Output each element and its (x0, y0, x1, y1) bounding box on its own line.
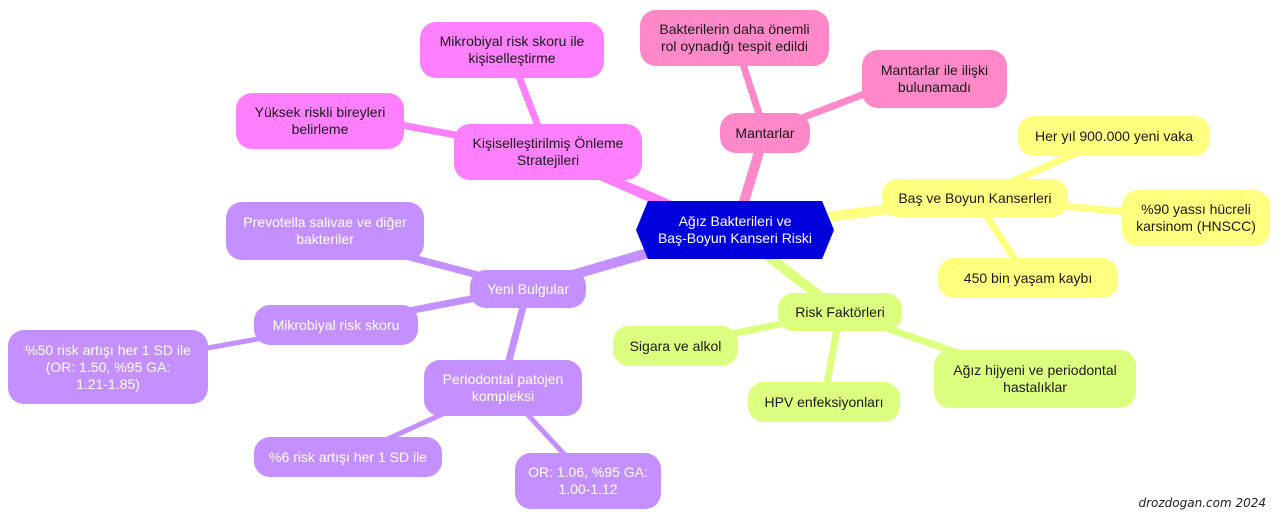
yasam-kaybi-label: 450 bin yaşam kaybı (963, 269, 1093, 286)
yuksek-riskli-line2: belirleme (291, 121, 349, 137)
mikrobiyal-skor-label: Mikrobiyal risk skoru (272, 316, 400, 333)
mikrobiyal-skor-node[interactable]: Mikrobiyal risk skoru (254, 305, 418, 345)
or-node[interactable]: OR: 1.06, %95 GA: 1.00-1.12 (515, 453, 661, 509)
prevotella-node[interactable]: Prevotella salivae ve diğer bakteriler (226, 202, 424, 260)
hijyen-line2: hastalıklar (1003, 379, 1067, 395)
yuksek-riskli-line1: Yüksek riskli bireyleri (254, 104, 386, 120)
hijyen-node[interactable]: Ağız hijyeni ve periodontal hastalıklar (934, 350, 1136, 408)
bulgular-label: Yeni Bulgular (487, 280, 569, 297)
periodontal-line1: Periodontal patojen (442, 371, 564, 387)
hnscc-line2: karsinom (HNSCC) (1136, 218, 1256, 234)
bakteriler-onemli-line1: Bakterilerin daha önemli (659, 21, 810, 37)
prevotella-line1: Prevotella salivae ve diğer (243, 214, 407, 230)
bulgular-node[interactable]: Yeni Bulgular (470, 270, 586, 308)
footer-credit: drozdogan.com 2024 (1138, 496, 1266, 510)
risk-node[interactable]: Risk Faktörleri (778, 293, 902, 331)
root-line2: Baş-Boyun Kanseri Riski (657, 230, 813, 246)
mantar-iliski-line1: Mantarlar ile ilişki (880, 62, 989, 78)
kanser-label: Baş ve Boyun Kanserleri (898, 189, 1052, 206)
onleme-line1: Kişiselleştirilmiş Önleme (472, 135, 624, 151)
hijyen-line1: Ağız hijyeni ve periodontal (953, 362, 1117, 378)
yuzde50-node[interactable]: %50 risk artışı her 1 SD ile (OR: 1.50, … (8, 330, 208, 404)
kanser-node[interactable]: Baş ve Boyun Kanserleri (882, 179, 1068, 217)
risk-skoru-kisisel-line1: Mikrobiyal risk skoru ile (439, 33, 585, 49)
hpv-node[interactable]: HPV enfeksiyonları (748, 382, 900, 422)
root-node[interactable]: Ağız Bakterileri ve Baş-Boyun Kanseri Ri… (636, 201, 834, 259)
yuzde50-line3: 1.21-1.85) (76, 375, 140, 392)
yuzde6-label: %6 risk artışı her 1 SD ile (269, 448, 427, 465)
yuzde50-line1: %50 risk artışı her 1 SD ile (25, 341, 191, 358)
risk-skoru-kisisel-node[interactable]: Mikrobiyal risk skoru ile kişiselleştirm… (420, 22, 604, 78)
mantar-iliski-node[interactable]: Mantarlar ile ilişki bulunamadı (862, 50, 1007, 108)
hpv-label: HPV enfeksiyonları (764, 393, 884, 410)
periodontal-line2: kompleksi (471, 388, 535, 404)
periodontal-node[interactable]: Periodontal patojen kompleksi (424, 360, 582, 416)
mantarlar-node[interactable]: Mantarlar (720, 113, 810, 153)
yeni-vaka-label: Her yıl 900.000 yeni vaka (1035, 127, 1193, 144)
yuksek-riskli-node[interactable]: Yüksek riskli bireyleri belirleme (236, 93, 404, 149)
hnscc-node[interactable]: %90 yassı hücreli karsinom (HNSCC) (1122, 190, 1270, 246)
yeni-vaka-node[interactable]: Her yıl 900.000 yeni vaka (1018, 116, 1210, 156)
mantar-iliski-line2: bulunamadı (897, 79, 972, 95)
or-line2: 1.00-1.12 (558, 481, 618, 497)
mantarlar-label: Mantarlar (735, 124, 795, 141)
yuzde6-node[interactable]: %6 risk artışı her 1 SD ile (254, 437, 442, 477)
hnscc-line1: %90 yassı hücreli (1141, 201, 1251, 217)
yuzde50-line2: (OR: 1.50, %95 GA: (45, 358, 171, 375)
root-line1: Ağız Bakterileri ve (678, 213, 792, 229)
bakteriler-onemli-node[interactable]: Bakterilerin daha önemli rol oynadığı te… (640, 10, 829, 66)
risk-label: Risk Faktörleri (795, 303, 885, 320)
sigara-label: Sigara ve alkol (629, 337, 722, 354)
prevotella-line2: bakteriler (296, 231, 354, 247)
onleme-node[interactable]: Kişiselleştirilmiş Önleme Stratejileri (454, 124, 642, 180)
onleme-line2: Stratejileri (516, 152, 580, 168)
yasam-kaybi-node[interactable]: 450 bin yaşam kaybı (938, 258, 1118, 298)
or-line1: OR: 1.06, %95 GA: (528, 464, 648, 480)
risk-skoru-kisisel-line2: kişiselleştirme (468, 50, 556, 66)
bakteriler-onemli-line2: rol oynadığı tespit edildi (660, 38, 809, 54)
sigara-node[interactable]: Sigara ve alkol (613, 326, 738, 366)
